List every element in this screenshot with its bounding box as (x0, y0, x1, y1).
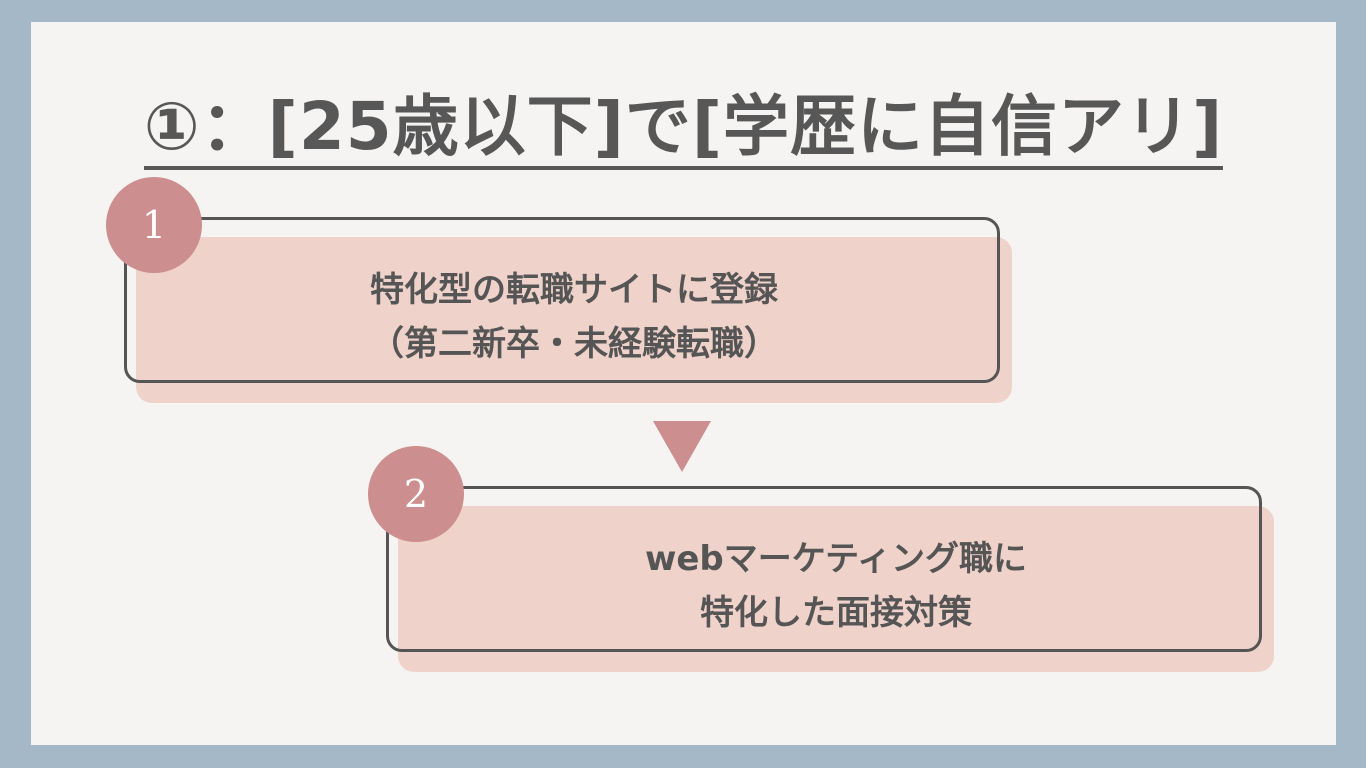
step-1-number-badge: 1 (106, 177, 202, 273)
title-wrap: ①：[25歳以下]で[学歴に自信アリ] (31, 90, 1336, 170)
step-1-line-2: （第二新卒・未経験転職） (370, 324, 778, 364)
step-2-number-badge: 2 (368, 446, 464, 542)
step-2: webマーケティング職に 特化した面接対策 2 (368, 446, 1274, 672)
step-1: 特化型の転職サイトに登録 （第二新卒・未経験転職） 1 (106, 177, 1012, 403)
step-1-text: 特化型の転職サイトに登録 （第二新卒・未経験転職） (124, 217, 1024, 403)
step-2-line-1: webマーケティング職に (644, 538, 1028, 579)
step-1-line-1: 特化型の転職サイトに登録 (370, 269, 778, 310)
step-1-shadow-box (136, 237, 1012, 403)
step-2-text: webマーケティング職に 特化した面接対策 (386, 486, 1286, 672)
step-1-outline-box (124, 217, 1000, 383)
step-2-line-2: 特化した面接対策 (700, 593, 972, 633)
arrow-down-icon (653, 421, 711, 472)
page-title: ①：[25歳以下]で[学歴に自信アリ] (143, 90, 1224, 170)
slide: ①：[25歳以下]で[学歴に自信アリ] 特化型の転職サイトに登録 （第二新卒・未… (31, 22, 1336, 745)
step-2-outline-box (386, 486, 1262, 652)
step-2-shadow-box (398, 506, 1274, 672)
